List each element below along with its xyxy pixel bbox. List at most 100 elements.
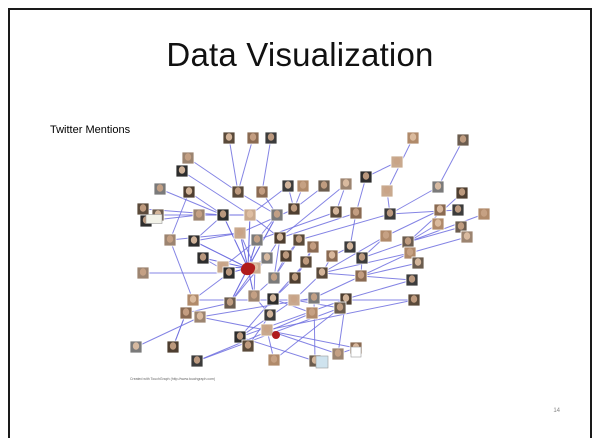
graph-edge: [169, 239, 194, 301]
graph-edge: [222, 214, 249, 269]
graph-edge: [228, 137, 240, 193]
graph-edge: [256, 211, 337, 241]
user-avatar-node: [333, 301, 347, 315]
graph-edge: [407, 192, 463, 243]
user-avatar-node: [354, 269, 368, 283]
graph-edge: [345, 279, 413, 301]
user-avatar-node: [379, 229, 393, 243]
graph-edge: [389, 186, 439, 215]
graph-edge: [181, 170, 251, 216]
user-avatar-node: [401, 235, 415, 249]
user-avatar-node: [243, 208, 257, 222]
user-avatar-node: [305, 306, 319, 320]
graph-edge: [239, 298, 347, 338]
user-avatar-node: [349, 206, 363, 220]
user-avatar-node: [153, 182, 167, 196]
graph-edge: [360, 262, 419, 278]
user-avatar-node: [255, 185, 269, 199]
graph-edge: [407, 213, 485, 243]
user-avatar-node: [343, 240, 357, 254]
user-avatar-node: [267, 271, 281, 285]
graph-edge: [407, 226, 462, 244]
user-avatar-node: [307, 291, 321, 305]
user-avatar-node: [247, 289, 261, 303]
user-avatar-node: [250, 233, 264, 247]
graph-edge: [298, 213, 391, 242]
graph-edge: [159, 188, 224, 216]
user-avatar-node: [433, 203, 447, 217]
user-avatar-node: [329, 205, 343, 219]
slide-subtitle: Twitter Mentions: [50, 124, 131, 136]
user-avatar-node: [355, 251, 369, 265]
user-avatar-node: [315, 266, 329, 280]
user-avatar-node: [196, 251, 210, 265]
user-avatar-node: [306, 240, 320, 254]
user-avatar-node: [359, 170, 373, 184]
user-avatar-node: [288, 271, 302, 285]
graph-credit: Created with TouchGraph (http://www.touc…: [130, 377, 216, 381]
graph-edge: [260, 137, 272, 193]
user-avatar-node: [279, 249, 293, 263]
user-avatar-node: [325, 249, 339, 263]
user-avatar-node: [270, 208, 284, 222]
graph-node: [315, 355, 329, 369]
graph-edge: [237, 191, 278, 216]
graph-edge: [187, 157, 239, 193]
page-number: 14: [553, 408, 560, 414]
graph-node: [145, 214, 163, 224]
user-avatar-node: [407, 293, 421, 307]
user-avatar-node: [296, 179, 310, 193]
user-avatar-node: [175, 164, 189, 178]
user-avatar-node: [181, 151, 195, 165]
graph-edge: [272, 237, 281, 279]
user-avatar-node: [292, 233, 306, 247]
network-graph: [129, 131, 491, 369]
slide: Data Visualization Twitter Mentions Crea…: [8, 8, 592, 438]
graph-edge: [279, 183, 347, 239]
graph-edge: [266, 299, 415, 332]
user-avatar-node: [299, 255, 313, 269]
user-avatar-node: [273, 231, 287, 245]
user-avatar-node: [431, 180, 445, 194]
user-avatar-node: [411, 256, 425, 270]
user-avatar-node: [223, 296, 237, 310]
user-avatar-node: [383, 207, 397, 221]
graph-nodes: [129, 131, 491, 369]
user-avatar-node: [287, 293, 301, 307]
graph-edge: [245, 214, 251, 269]
user-avatar-node: [190, 354, 204, 368]
user-avatar-node: [281, 179, 295, 193]
user-avatar-node: [260, 323, 274, 337]
graph-edge: [169, 191, 190, 241]
user-avatar-node: [192, 208, 206, 222]
user-avatar-node: [380, 184, 394, 198]
user-avatar-node: [403, 246, 417, 260]
user-avatar-node: [405, 273, 419, 287]
graph-edge: [169, 230, 241, 241]
graph-edge: [196, 312, 313, 362]
user-avatar-node: [136, 266, 150, 280]
graph-edge: [185, 302, 231, 315]
user-avatar-node: [136, 202, 150, 216]
user-avatar-node: [222, 131, 236, 145]
user-avatar-node: [231, 185, 245, 199]
user-avatar-node: [456, 133, 470, 147]
graph-edge: [437, 139, 464, 188]
user-avatar-node: [233, 226, 247, 240]
central-node: [240, 262, 256, 276]
user-avatar-node: [266, 292, 280, 306]
user-avatar-node: [166, 340, 180, 354]
user-avatar-node: [431, 217, 445, 231]
user-avatar-node: [216, 208, 230, 222]
user-avatar-node: [193, 310, 207, 324]
user-avatar-node: [263, 308, 277, 322]
user-avatar-node: [339, 177, 353, 191]
graph-node: [350, 346, 362, 358]
graph-edge: [389, 209, 459, 217]
user-avatar-node: [260, 251, 274, 265]
user-avatar-node: [455, 186, 469, 200]
user-avatar-node: [241, 339, 255, 353]
user-avatar-node: [331, 347, 345, 361]
user-avatar-node: [264, 131, 278, 145]
user-avatar-node: [451, 203, 465, 217]
